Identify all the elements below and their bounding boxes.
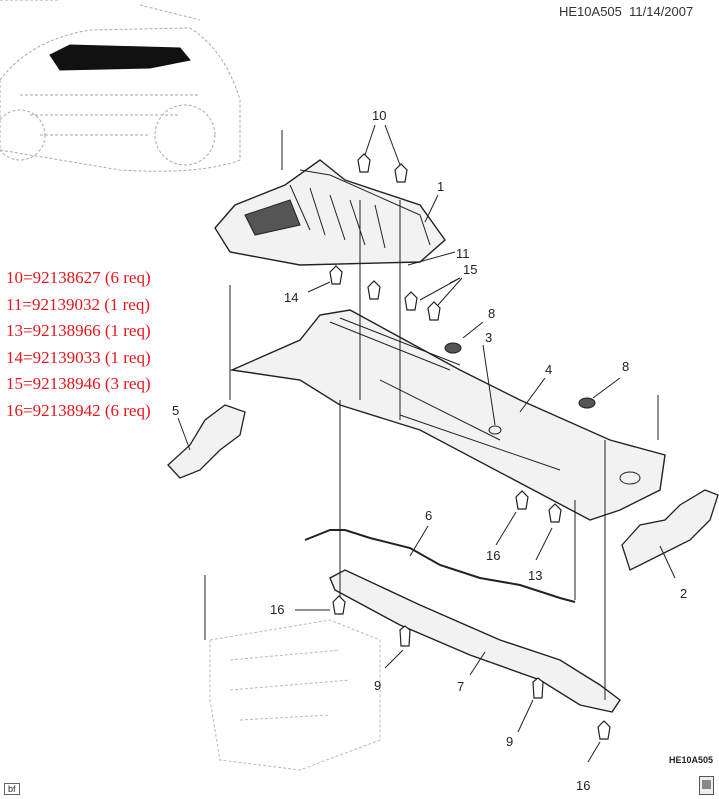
drawing-header: HE10A505 11/14/2007 xyxy=(559,4,693,19)
document-icon xyxy=(699,776,714,795)
legend-item-16: 16=92138942 (6 req) xyxy=(6,400,151,420)
callout-8-lower: 8 xyxy=(622,359,629,374)
callout-16-bottom: 16 xyxy=(576,778,590,793)
callout-9-left: 9 xyxy=(374,678,381,693)
vehicle-cowl-highlight xyxy=(49,44,191,71)
legend-item-10: 10=92138627 (6 req) xyxy=(6,268,151,287)
callout-7: 7 xyxy=(457,679,464,694)
callout-16-center: 16 xyxy=(486,548,500,563)
legend-item-13: 13=92138966 (1 req) xyxy=(6,321,151,340)
part-6-washer-hose xyxy=(304,529,576,603)
bf-tag: bf xyxy=(4,783,20,795)
callout-6: 6 xyxy=(425,508,432,523)
callout-2: 2 xyxy=(680,586,687,601)
fastener-clips xyxy=(329,153,611,740)
corner-drawing-code: HE10A505 xyxy=(668,755,713,765)
engine-outline xyxy=(209,619,381,771)
drawing-date: 11/14/2007 xyxy=(629,4,694,19)
grommets xyxy=(444,342,596,409)
part-number-legend: 10=92138627 (6 req) 11=92139032 (1 req) … xyxy=(6,265,151,424)
callout-15: 15 xyxy=(463,262,477,277)
assembly-guide-lines xyxy=(204,130,659,700)
part-1-mesh-grille xyxy=(244,199,301,236)
callout-13: 13 xyxy=(528,568,542,583)
part-5-left-bracket xyxy=(167,404,246,479)
callout-11: 11 xyxy=(456,246,470,261)
callout-8-upper: 8 xyxy=(488,306,495,321)
leader-lines xyxy=(177,124,676,763)
callout-14: 14 xyxy=(284,290,298,305)
callout-9-right: 9 xyxy=(506,734,513,749)
callout-5: 5 xyxy=(172,403,179,418)
drawing-code: HE10A505 xyxy=(559,4,622,19)
part-4-lower-cowl-panel xyxy=(229,309,666,521)
legend-item-15: 15=92138946 (3 req) xyxy=(6,374,151,393)
part-7-lower-reinforcement xyxy=(329,569,621,713)
callout-4: 4 xyxy=(545,362,552,377)
part-1-ribs xyxy=(289,169,431,249)
callout-16-left: 16 xyxy=(270,602,284,617)
vehicle-thumbnail xyxy=(0,0,241,172)
part-2-right-bracket xyxy=(621,489,719,571)
part-1-upper-cowl-panel xyxy=(214,159,446,266)
legend-item-11: 11=92139032 (1 req) xyxy=(6,294,150,314)
callout-3: 3 xyxy=(485,330,492,345)
callout-1: 1 xyxy=(437,179,444,194)
callout-10: 10 xyxy=(372,108,386,123)
legend-item-14: 14=92139033 (1 req) xyxy=(6,347,151,367)
